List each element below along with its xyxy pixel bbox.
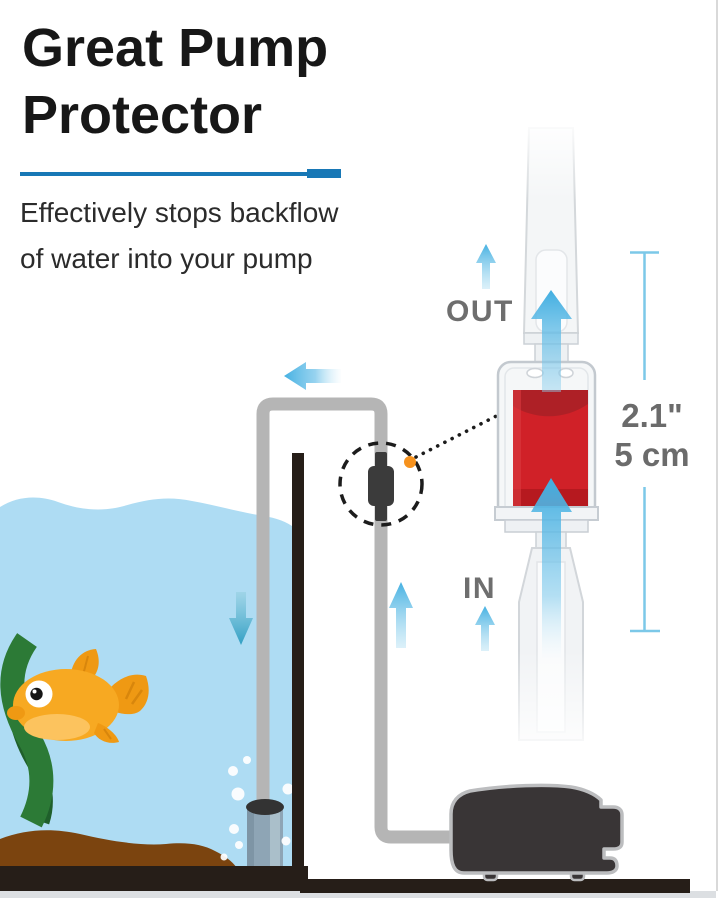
small-up-arrow-out-icon	[476, 244, 496, 289]
inline-check-valve-icon	[368, 452, 394, 521]
fish-illustration	[7, 649, 149, 743]
tank-right-wall	[292, 453, 304, 878]
out-flow-arrow-icon	[531, 290, 572, 392]
measurement-cm: 5 cm	[614, 436, 690, 473]
bubbles	[220, 756, 294, 861]
tube-fade-top	[516, 118, 586, 200]
subtitle-line1: Effectively stops backflow	[20, 197, 339, 228]
measurement-line	[630, 251, 660, 633]
small-up-arrow-in-icon	[475, 606, 495, 651]
measurement-inches: 2.1"	[621, 397, 683, 434]
tube-up-arrow-icon	[389, 582, 413, 648]
dashed-circle-callout	[338, 441, 424, 527]
in-label: IN	[463, 572, 496, 605]
in-flow-arrow-icon	[531, 478, 572, 658]
air-stone	[246, 799, 284, 868]
tank-bottom-frame	[0, 866, 308, 891]
title-divider-line	[20, 172, 307, 176]
image-right-border	[716, 0, 718, 891]
left-arrow-icon	[284, 362, 341, 390]
subtitle-line2: of water into your pump	[20, 243, 313, 274]
plant-illustration	[0, 633, 54, 828]
gravel	[0, 830, 237, 868]
down-arrow-icon	[229, 592, 253, 645]
callout-dot-small	[404, 456, 416, 468]
bottom-shadow-strip	[0, 891, 716, 898]
air-pump-illustration	[449, 783, 624, 882]
out-label: OUT	[446, 295, 514, 328]
tube-fade-bottom	[505, 650, 600, 762]
floor	[300, 879, 690, 893]
callout-dotted-line	[414, 406, 514, 459]
page-title-line1: Great Pump	[22, 18, 329, 78]
airline-tube	[256, 397, 456, 844]
title-divider-accent	[307, 169, 341, 178]
aquarium	[0, 497, 292, 868]
page-title-line2: Protector	[22, 85, 263, 145]
